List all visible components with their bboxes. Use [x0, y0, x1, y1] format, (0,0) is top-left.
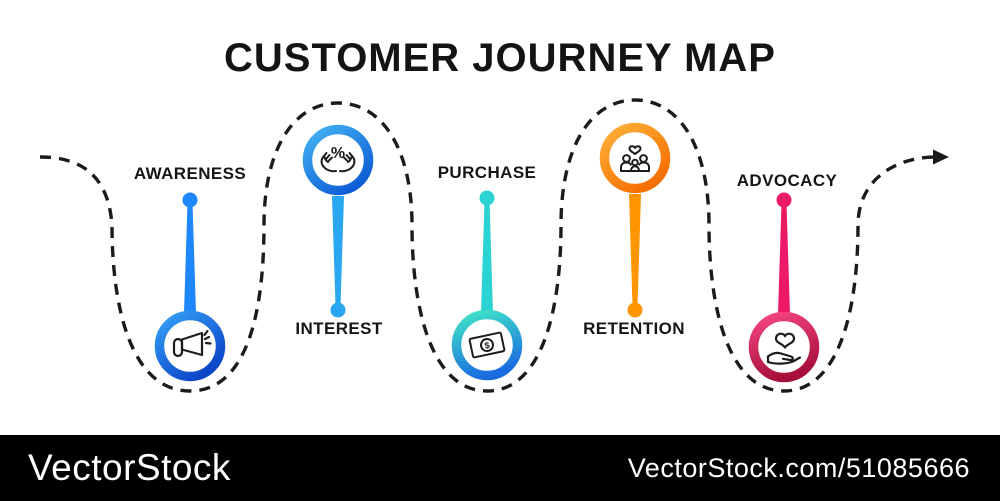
- stage-label-interest: INTEREST: [295, 319, 383, 338]
- interest-dot: [330, 302, 346, 318]
- page-title: CUSTOMER JOURNEY MAP: [224, 36, 776, 80]
- awareness-dot: [182, 192, 198, 208]
- purchase-stem: [481, 201, 493, 312]
- purchase-dot: [479, 190, 495, 206]
- interest-stem: [332, 196, 344, 306]
- awareness-stem: [184, 203, 196, 313]
- awareness-ring: [154, 310, 226, 382]
- stage-advocacy: [748, 192, 820, 383]
- stage-label-advocacy: ADVOCACY: [736, 171, 838, 190]
- watermark-bar: VectorStock VectorStock.com/51085666: [0, 435, 1000, 501]
- retention-dot: [627, 302, 643, 318]
- hands-percent-icon: %: [320, 145, 356, 173]
- interest-ring: [302, 124, 374, 196]
- stage-label-awareness: AWARENESS: [133, 164, 247, 183]
- hand-heart-icon: [766, 332, 802, 365]
- arrow-right-icon: [933, 149, 949, 165]
- stage-purchase: $: [451, 190, 523, 381]
- stage-awareness: [154, 192, 226, 382]
- advocacy-dot: [776, 192, 792, 208]
- stage-interest: %: [302, 124, 374, 318]
- svg-text:$: $: [484, 340, 491, 351]
- family-icon: [620, 145, 650, 172]
- journey-diagram: % $: [39, 98, 949, 393]
- retention-ring: [599, 122, 671, 194]
- stage-label-retention: RETENTION: [583, 319, 685, 338]
- journey-path: [39, 98, 937, 393]
- stage-label-purchase: PURCHASE: [437, 163, 537, 182]
- money-icon: $: [468, 331, 506, 359]
- retention-stem: [629, 194, 641, 306]
- stage-retention: [599, 122, 671, 318]
- svg-text:%: %: [331, 145, 345, 162]
- image-url: VectorStock.com/51085666: [627, 452, 970, 483]
- purchase-ring: [451, 309, 523, 381]
- advocacy-stem: [778, 203, 790, 314]
- megaphone-icon: [172, 329, 212, 358]
- brand-logo: VectorStock: [28, 447, 231, 488]
